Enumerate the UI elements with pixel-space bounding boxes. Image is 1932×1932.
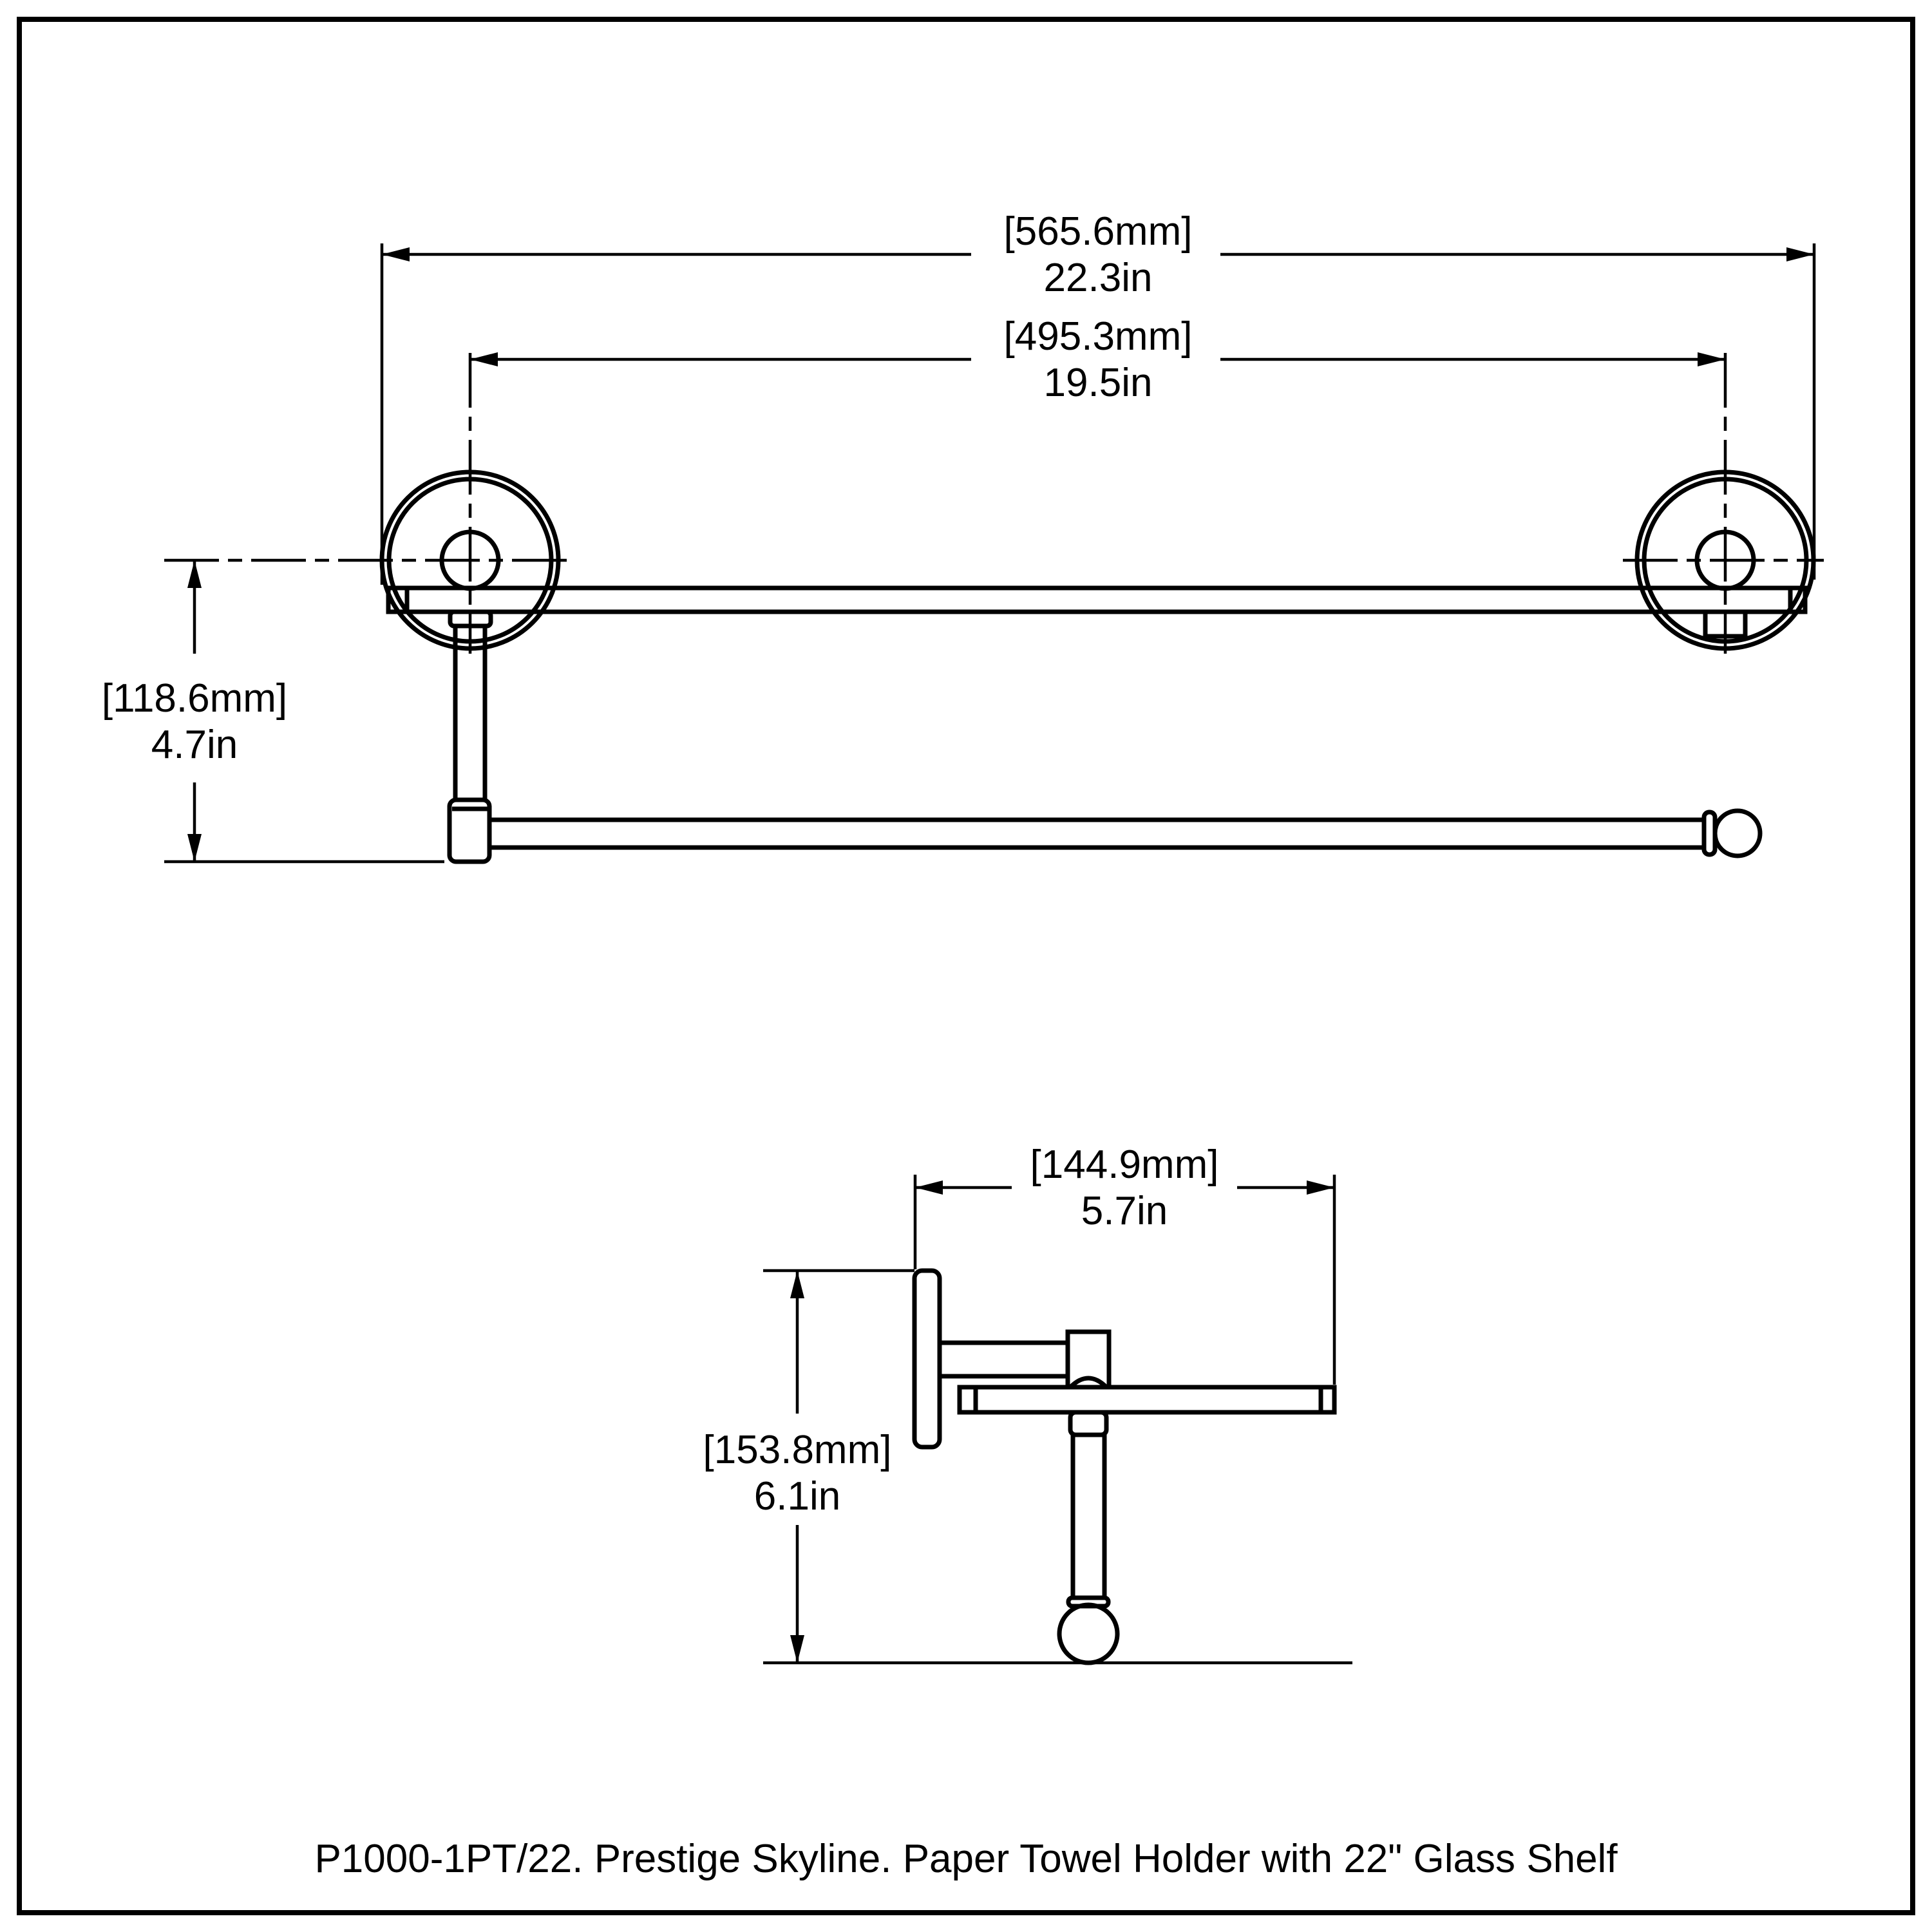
arrowhead-right [1307,1180,1334,1195]
shelf-panel [386,585,1808,614]
mount-plate-inner [1642,477,1809,644]
arrowhead-left [382,247,410,261]
left-wall-mount [379,469,561,651]
wall-plate-side [912,1268,942,1450]
arrowhead-left [915,1180,943,1195]
side-view: [144.9mm] 5.7in [153.8mm] 6.1in [703,1142,1352,1665]
right-wall-mount [1634,469,1816,651]
mount-plate-outer [379,469,561,651]
dimension-depth: [144.9mm] 5.7in [913,1142,1336,1385]
dim-label-mm: [153.8mm] [703,1428,892,1472]
arrowhead-down [790,1635,804,1663]
arrowhead-up [187,560,202,588]
dimension-post-spacing: [495.3mm] 19.5in [470,314,1725,405]
dim-label-mm: [144.9mm] [1030,1142,1219,1187]
glass-shelf [386,585,1808,614]
dim-label-in: 22.3in [1044,256,1153,300]
front-view: [565.6mm] 22.3in [495.3mm] 19.5in [118.6… [102,209,1824,864]
mount-plate-outer [1634,469,1816,651]
dim-label-in: 5.7in [1081,1189,1168,1233]
arrowhead-up [790,1271,804,1298]
mount-plate-inner [386,477,554,644]
side-profile [912,1268,1337,1665]
arrowhead-down [187,834,202,862]
dimension-height: [153.8mm] 6.1in [703,1269,1352,1665]
post-bottom-collar [447,797,492,864]
page-border [17,17,1915,1915]
towel-bar-assembly [447,609,1763,864]
bar-ball-finial [1712,808,1763,858]
dim-label-mm: [495.3mm] [1004,314,1193,359]
drawing-caption: P1000-1PT/22. Prestige Skyline. Paper To… [314,1837,1618,1881]
dim-label-in: 19.5in [1044,361,1153,405]
dimension-overall-width: [565.6mm] 22.3in [380,209,1816,585]
dim-label-in: 4.7in [151,723,238,767]
post-body-side [1070,1432,1107,1600]
shelf-edge [957,1385,1337,1415]
dimension-drop-height: [118.6mm] 4.7in [102,560,444,864]
dim-label-in: 6.1in [754,1474,840,1519]
dim-label-mm: [118.6mm] [102,676,287,721]
arrowhead-right [1786,247,1814,261]
mount-arm [937,1340,1070,1379]
post-top-collar-side [1068,1410,1109,1437]
arrowhead-left [470,352,498,366]
ball-finial-side [1057,1602,1120,1665]
post-block-arc [1068,1376,1108,1389]
arrowhead-right [1698,352,1725,366]
dim-label-mm: [565.6mm] [1004,209,1193,254]
